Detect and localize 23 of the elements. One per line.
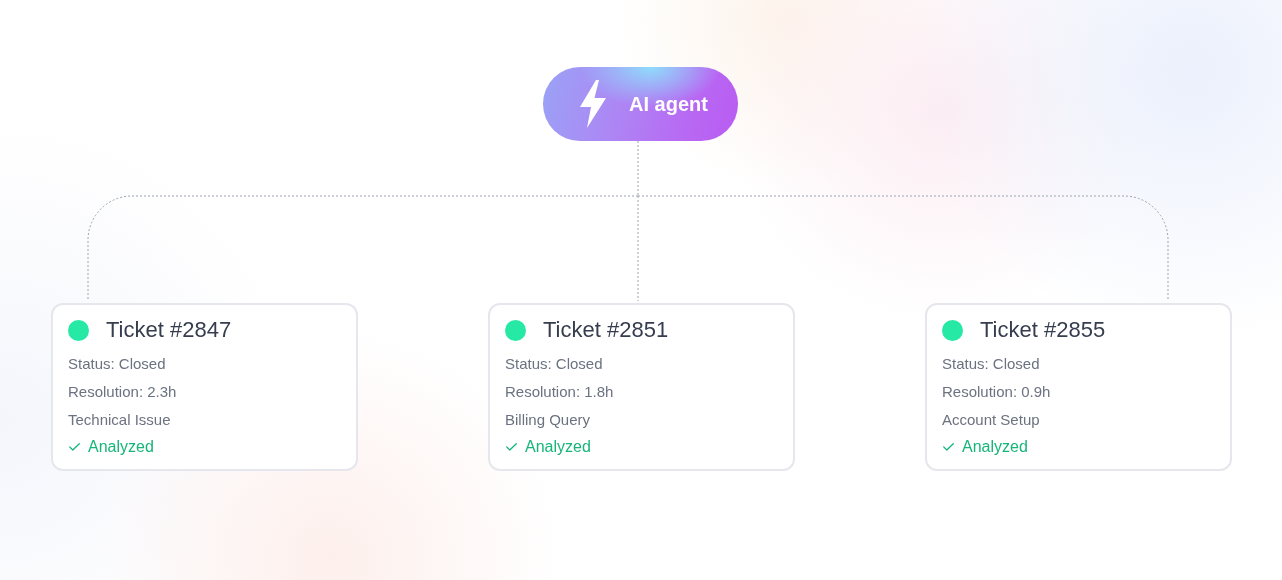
dotted-connector (637, 140, 639, 197)
ticket-detail: Resolution: 2.3h (68, 383, 177, 399)
ticket-detail: Account Setup (942, 411, 1040, 427)
ticket-card (51, 303, 358, 471)
ticket-detail: Resolution: 1.8h (505, 383, 614, 399)
ticket-detail: Status: Closed (505, 355, 603, 371)
ticket-detail: Billing Query (505, 411, 591, 427)
status-text: Analyzed (525, 439, 591, 455)
agent-label: AI agent (629, 94, 708, 114)
ticket-card (925, 303, 1232, 471)
ticket-title: Ticket #2855 (980, 319, 1106, 341)
ticket-detail: Status: Closed (68, 355, 166, 371)
status-text: Analyzed (88, 439, 154, 455)
ticket-detail: Status: Closed (942, 355, 1040, 371)
ticket-title: Ticket #2851 (543, 319, 669, 341)
ticket-detail: Technical Issue (68, 411, 171, 427)
dotted-connector (637, 195, 1169, 302)
status-text: Analyzed (962, 439, 1028, 455)
ticket-card (488, 303, 795, 471)
dotted-connector (637, 195, 639, 302)
dotted-connector (87, 195, 639, 302)
ticket-title: Ticket #2847 (106, 319, 232, 341)
ticket-detail: Resolution: 0.9h (942, 383, 1051, 399)
